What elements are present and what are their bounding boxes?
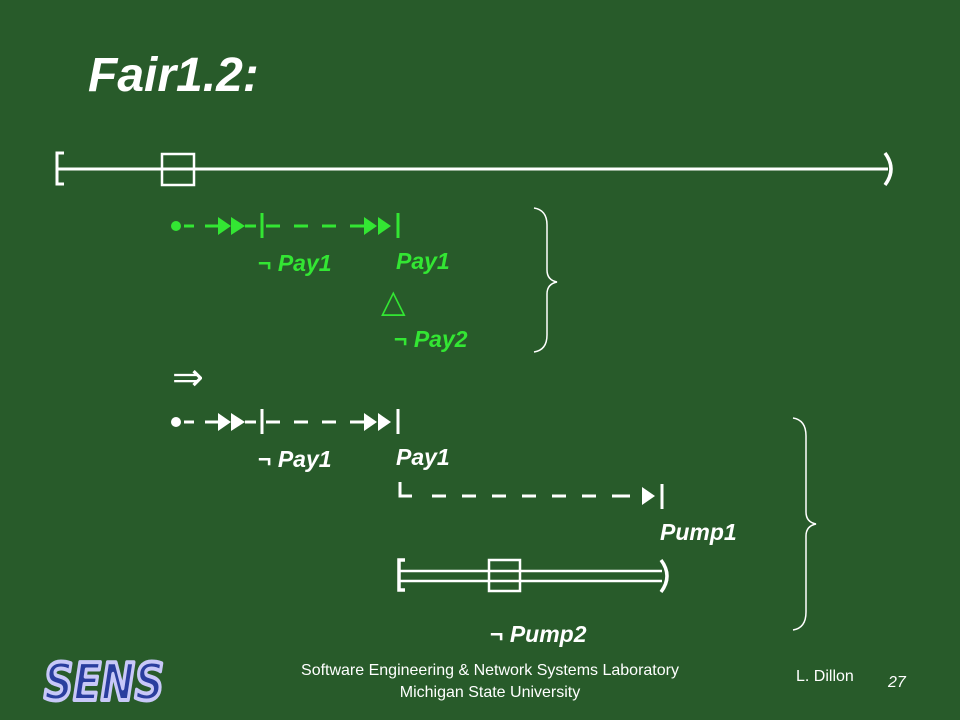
- label-pay1-green: Pay1: [396, 248, 450, 274]
- page-number: 27: [888, 674, 906, 691]
- outer-interval-right-paren: [883, 151, 893, 187]
- inner-interval: [397, 558, 669, 594]
- white-arrowhead: [364, 413, 377, 431]
- inner-interval-left-bracket: [397, 558, 405, 592]
- top-right-brace: [533, 207, 558, 353]
- green-arrowhead: [231, 217, 245, 235]
- implies-symbol: ⇒: [172, 357, 204, 399]
- label-not-pay1-white: ¬ Pay1: [258, 446, 332, 472]
- label-not-pay2-green: ¬ Pay2: [394, 326, 468, 352]
- label-pay1-white: Pay1: [396, 444, 450, 470]
- outer-interval: [55, 151, 893, 187]
- pump1-search: [398, 482, 664, 509]
- green-interval-start-dot: [171, 221, 181, 231]
- green-arrowhead: [364, 217, 377, 235]
- green-arrowhead: [218, 217, 231, 235]
- inner-interval-right-paren: [659, 558, 669, 594]
- white-search-interval: [171, 409, 400, 434]
- white-arrowhead: [378, 413, 391, 431]
- and-symbol: △: [381, 283, 406, 319]
- footer-lab-info: Software Engineering & Network Systems L…: [250, 660, 730, 704]
- outer-interval-box: [160, 152, 196, 187]
- footer-university: Michigan State University: [399, 684, 581, 701]
- white-interval-start-dot: [171, 417, 181, 427]
- label-pump1: Pump1: [660, 519, 737, 545]
- sens-logo: SENS: [42, 651, 166, 715]
- white-arrowhead: [231, 413, 245, 431]
- green-arrowhead: [378, 217, 391, 235]
- footer-lab-name: Software Engineering & Network Systems L…: [301, 662, 679, 679]
- white-arrowhead: [642, 487, 655, 505]
- bottom-right-brace: [792, 417, 817, 631]
- green-search-interval: [171, 213, 400, 238]
- sens-logo-lettering: SENS: [44, 653, 164, 713]
- label-not-pay1-green: ¬ Pay1: [258, 250, 332, 276]
- label-not-pump2: ¬ Pump2: [490, 621, 587, 647]
- slide-title: Fair1.2:: [88, 49, 259, 102]
- pump1-search-corner: [398, 482, 412, 498]
- white-arrowhead: [218, 413, 231, 431]
- inner-interval-box: [487, 558, 522, 593]
- footer-author: L. Dillon: [796, 668, 854, 685]
